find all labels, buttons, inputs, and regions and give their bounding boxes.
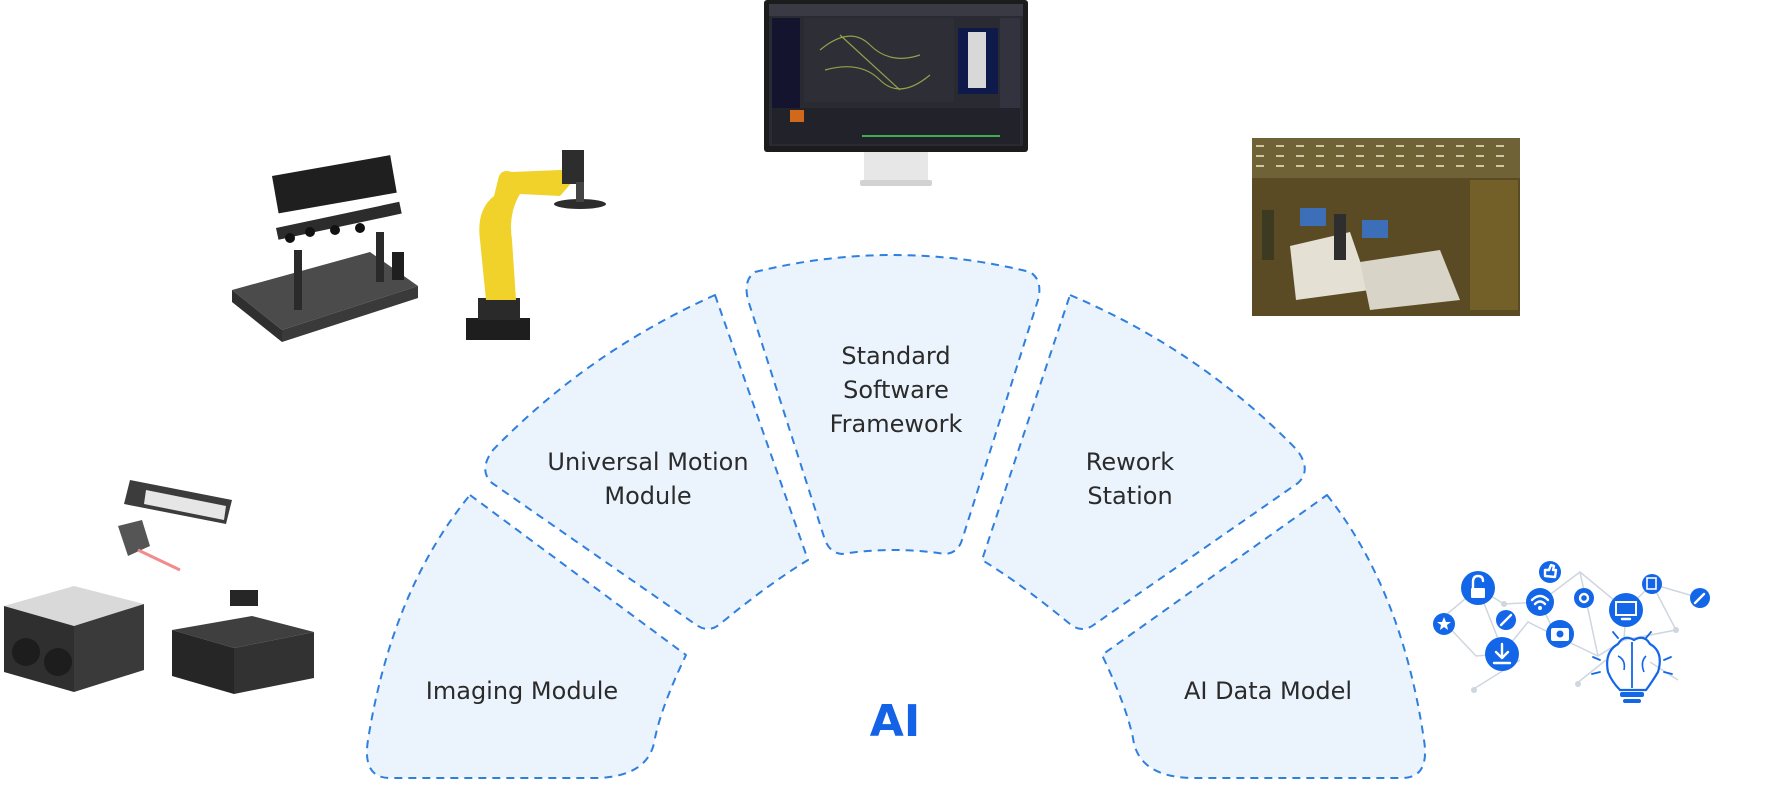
star-icon	[1433, 613, 1455, 635]
pencil-icon	[1690, 588, 1710, 608]
gantry-fixture-image	[232, 155, 418, 342]
unlock-icon	[1461, 571, 1495, 605]
segment-label-universal-motion-module-line-2: Module	[604, 482, 691, 510]
segment-standard-software-framework: Standard Software Framework	[745, 254, 1041, 555]
segment-label-rework-station-line-1: Rework	[1086, 448, 1175, 476]
segment-universal-motion-module: Universal Motion Module	[484, 294, 809, 630]
center-ai-label: AI	[870, 696, 920, 747]
link-icon	[1496, 610, 1516, 630]
gear-icon	[1574, 588, 1594, 608]
wifi-icon	[1526, 588, 1554, 616]
segment-label-standard-software-framework-line-2: Software	[843, 376, 949, 404]
segment-rework-station: Rework Station	[981, 294, 1306, 630]
imaging-hardware-image	[4, 480, 314, 694]
robot-arm-image	[466, 150, 606, 340]
segment-label-universal-motion-module-line-1: Universal Motion	[547, 448, 748, 476]
rework-station-photo	[1252, 138, 1520, 316]
ai-network-icons	[1433, 561, 1710, 703]
ai-brain-bulb-icon	[1591, 631, 1673, 703]
camera-icon	[1546, 620, 1574, 648]
monitor-icon	[1609, 593, 1643, 627]
software-monitor-image	[764, 0, 1028, 186]
thumbs-up-icon	[1539, 561, 1561, 583]
download-icon	[1485, 637, 1519, 671]
segment-label-ai-data-model-line-1: AI Data Model	[1184, 677, 1352, 705]
segment-ai-data-model: AI Data Model	[1101, 494, 1426, 779]
segment-label-rework-station-line-2: Station	[1087, 482, 1172, 510]
segment-label-standard-software-framework-line-3: Framework	[830, 410, 963, 438]
segment-label-imaging-module-line-1: Imaging Module	[426, 677, 618, 705]
segment-imaging-module: Imaging Module	[366, 494, 687, 779]
document-icon	[1642, 574, 1662, 594]
segment-label-standard-software-framework-line-1: Standard	[841, 342, 950, 370]
